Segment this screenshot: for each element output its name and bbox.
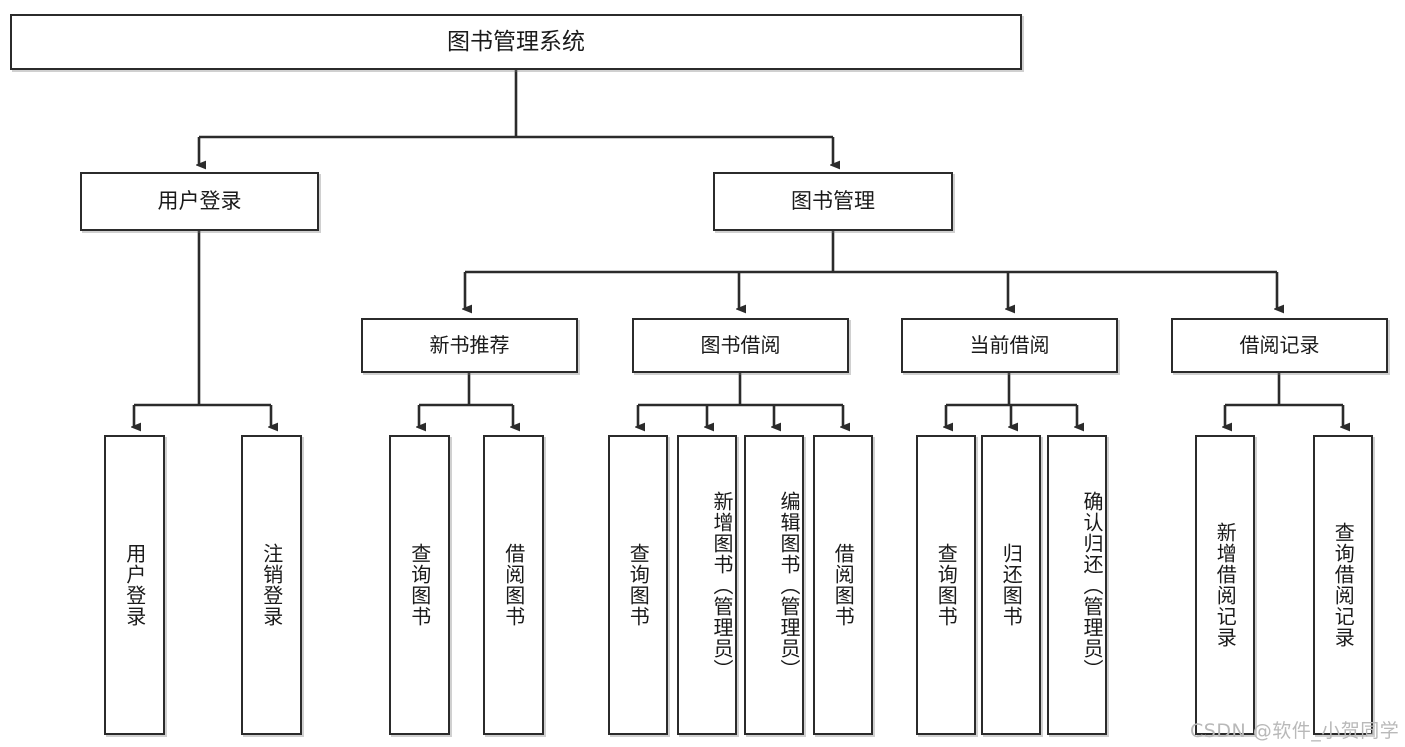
leaf-recommend-query-book[interactable]: 查询图书 <box>389 435 450 735</box>
leaf-borrow-edit-book-admin[interactable]: 编辑图书（管理员） <box>744 435 804 735</box>
leaf-borrow-add-book-admin[interactable]: 新增图书（管理员） <box>677 435 737 735</box>
leaf-recommend-borrow-book[interactable]: 借阅图书 <box>483 435 544 735</box>
node-root-system[interactable]: 图书管理系统 <box>10 14 1022 70</box>
csdn-watermark: CSDN @软件_小贺同学 <box>1190 720 1400 742</box>
leaf-record-query-record[interactable]: 查询借阅记录 <box>1313 435 1373 735</box>
leaf-user-login-signout[interactable]: 注销登录 <box>241 435 302 735</box>
node-borrow-record[interactable]: 借阅记录 <box>1171 318 1388 373</box>
leaf-record-add-record[interactable]: 新增借阅记录 <box>1195 435 1255 735</box>
leaf-current-confirm-return-admin[interactable]: 确认归还（管理员） <box>1047 435 1107 735</box>
node-book-borrow[interactable]: 图书借阅 <box>632 318 849 373</box>
node-user-login[interactable]: 用户登录 <box>80 172 319 231</box>
node-current-borrow[interactable]: 当前借阅 <box>901 318 1118 373</box>
leaf-current-return-book[interactable]: 归还图书 <box>981 435 1041 735</box>
leaf-user-login-signin[interactable]: 用户登录 <box>104 435 165 735</box>
leaf-borrow-query-book[interactable]: 查询图书 <box>608 435 668 735</box>
leaf-borrow-borrow-book[interactable]: 借阅图书 <box>813 435 873 735</box>
node-new-book-recommend[interactable]: 新书推荐 <box>361 318 578 373</box>
leaf-current-query-book[interactable]: 查询图书 <box>916 435 976 735</box>
node-book-management[interactable]: 图书管理 <box>713 172 953 231</box>
